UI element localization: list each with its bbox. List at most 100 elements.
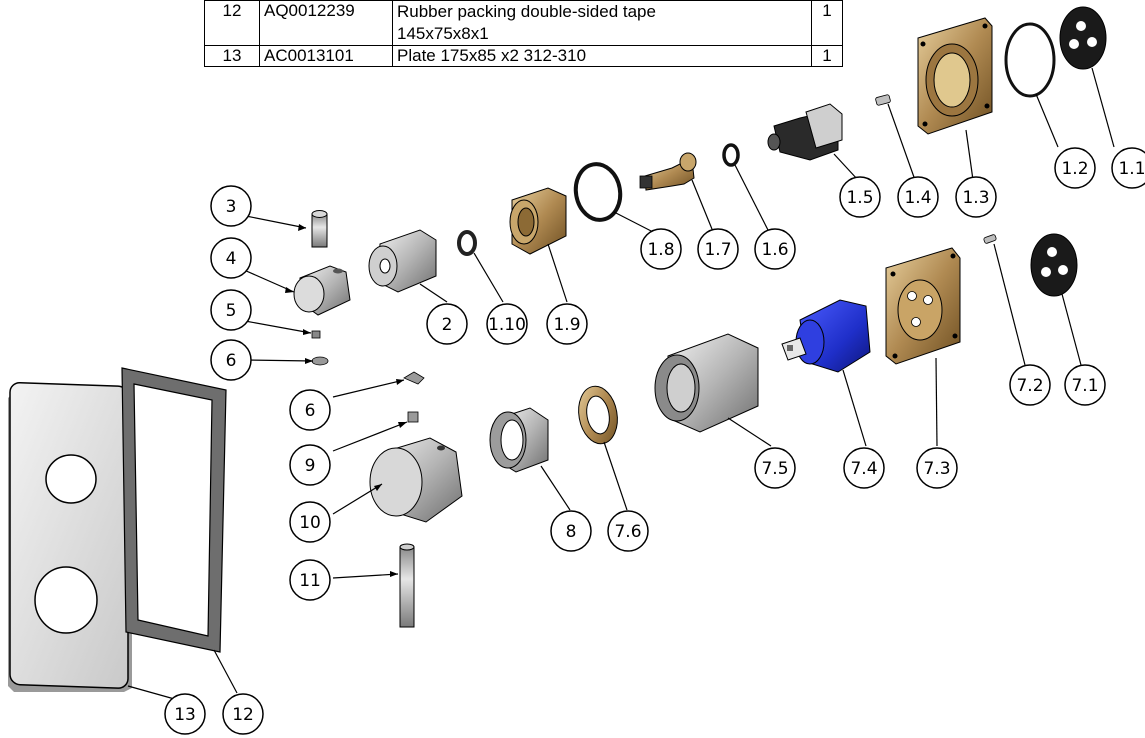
o-ring-part-1-2 [1004, 22, 1056, 98]
callout-8: 8 [550, 510, 592, 552]
callout-1-1: 1.1 [1111, 147, 1145, 189]
svg-text:7.6: 7.6 [614, 522, 641, 542]
svg-text:1.10: 1.10 [488, 315, 526, 335]
brass-nut-part-7-6 [578, 385, 618, 445]
svg-text:1.3: 1.3 [962, 188, 989, 208]
callout-7-4: 7.4 [843, 447, 885, 489]
svg-text:9: 9 [305, 456, 316, 476]
leader-arrowheads [285, 224, 407, 577]
row-part-code: AC0013101 [259, 45, 393, 67]
svg-text:8: 8 [566, 522, 577, 542]
parts-table: 12 AQ0012239 Rubber packing double-sided… [204, 0, 843, 67]
callout-12: 12 [222, 693, 264, 735]
row-quantity: 1 [811, 0, 843, 46]
row-description-line1: Rubber packing double-sided tape [397, 2, 656, 21]
o-ring-part-1-10 [457, 230, 477, 256]
pin-part-7-2 [983, 234, 997, 244]
row-position: 13 [204, 45, 260, 67]
cover-plate-part [8, 381, 132, 692]
handle-knob-part-10 [369, 437, 463, 523]
svg-text:3: 3 [226, 197, 237, 217]
callout-13: 13 [164, 693, 206, 735]
sleeve-part-7-5 [654, 333, 759, 433]
svg-text:13: 13 [174, 705, 196, 725]
svg-text:11: 11 [299, 571, 321, 591]
svg-text:7.5: 7.5 [761, 459, 788, 479]
svg-text:7.3: 7.3 [923, 459, 950, 479]
o-ring-part-1-6 [722, 143, 740, 167]
gasket-frame-part [121, 367, 227, 653]
svg-text:5: 5 [226, 301, 237, 321]
screw-part-1-4 [875, 94, 891, 106]
rubber-disc-part-1-1 [1059, 6, 1107, 70]
callout-7-2: 7.2 [1009, 364, 1051, 406]
callout-3: 3 [210, 185, 252, 227]
pin-part-3 [311, 210, 328, 248]
callout-9: 9 [289, 444, 331, 486]
callout-11: 11 [289, 559, 331, 601]
valve-head-part-1-5 [767, 103, 843, 161]
leader-lines [127, 67, 1115, 701]
parts-table-row: 13 AC0013101 Plate 175x85 x2 312-310 1 [204, 45, 843, 67]
svg-text:4: 4 [226, 249, 237, 269]
sleeve-part-2 [368, 229, 437, 293]
svg-text:1.4: 1.4 [904, 188, 931, 208]
callout-7-6: 7.6 [607, 510, 649, 552]
callout-5: 5 [210, 289, 252, 331]
callout-1-5: 1.5 [839, 176, 881, 218]
rod-part-11 [399, 543, 415, 628]
svg-text:1.9: 1.9 [553, 315, 580, 335]
clip-part-6b [403, 371, 425, 385]
callout-2: 2 [426, 303, 468, 345]
clip-part-6a [311, 356, 329, 366]
svg-text:6: 6 [305, 401, 316, 421]
svg-text:1.1: 1.1 [1118, 159, 1145, 179]
row-description-line2: 145x75x8x1 [397, 24, 489, 43]
row-description: Plate 175x85 x2 312-310 [392, 45, 812, 67]
svg-text:12: 12 [232, 705, 254, 725]
row-position: 12 [204, 0, 260, 46]
rubber-disc-part-7-1 [1030, 233, 1078, 297]
row-description: Rubber packing double-sided tape 145x75x8… [392, 0, 812, 46]
callout-1-10: 1.10 [486, 303, 528, 345]
svg-text:7.4: 7.4 [850, 459, 877, 479]
callout-1-9: 1.9 [546, 303, 588, 345]
svg-text:10: 10 [299, 513, 321, 533]
handle-knob-part-4 [293, 265, 351, 316]
callout-1-7: 1.7 [697, 228, 739, 270]
callout-4: 4 [210, 237, 252, 279]
set-screw-part-9 [407, 411, 419, 423]
brass-nut-part-1-9 [509, 187, 567, 255]
svg-text:6: 6 [226, 351, 237, 371]
svg-text:7.2: 7.2 [1016, 376, 1043, 396]
svg-text:1.7: 1.7 [704, 240, 731, 260]
spindle-part-1-7 [639, 152, 697, 191]
o-ring-part-1-8 [573, 162, 623, 222]
callout-1-2: 1.2 [1054, 147, 1096, 189]
svg-text:1.6: 1.6 [761, 240, 788, 260]
ring-part-8 [489, 407, 549, 473]
ceramic-cartridge-part-7-4 [781, 299, 871, 373]
callout-bubbles: 1.1 1.2 1.3 1.4 1.5 1.6 1.7 1.8 1.9 1.10… [164, 147, 1145, 735]
flange-part-7-3 [885, 247, 961, 365]
callout-1-6: 1.6 [754, 228, 796, 270]
callout-7-5: 7.5 [754, 447, 796, 489]
callout-6b: 6 [289, 389, 331, 431]
callout-1-3: 1.3 [955, 176, 997, 218]
callout-7-3: 7.3 [916, 447, 958, 489]
callout-6a: 6 [210, 339, 252, 381]
svg-text:1.8: 1.8 [647, 240, 674, 260]
svg-text:2: 2 [442, 315, 453, 335]
row-part-code: AQ0012239 [259, 0, 393, 46]
flange-body-part-1-3 [917, 17, 993, 135]
callout-10: 10 [289, 501, 331, 543]
callout-7-1: 7.1 [1064, 364, 1106, 406]
row-quantity: 1 [811, 45, 843, 67]
callout-1-4: 1.4 [897, 176, 939, 218]
svg-text:7.1: 7.1 [1071, 376, 1098, 396]
parts-table-row: 12 AQ0012239 Rubber packing double-sided… [204, 0, 843, 46]
callout-1-8: 1.8 [640, 228, 682, 270]
svg-text:1.2: 1.2 [1061, 159, 1088, 179]
svg-text:1.5: 1.5 [846, 188, 873, 208]
